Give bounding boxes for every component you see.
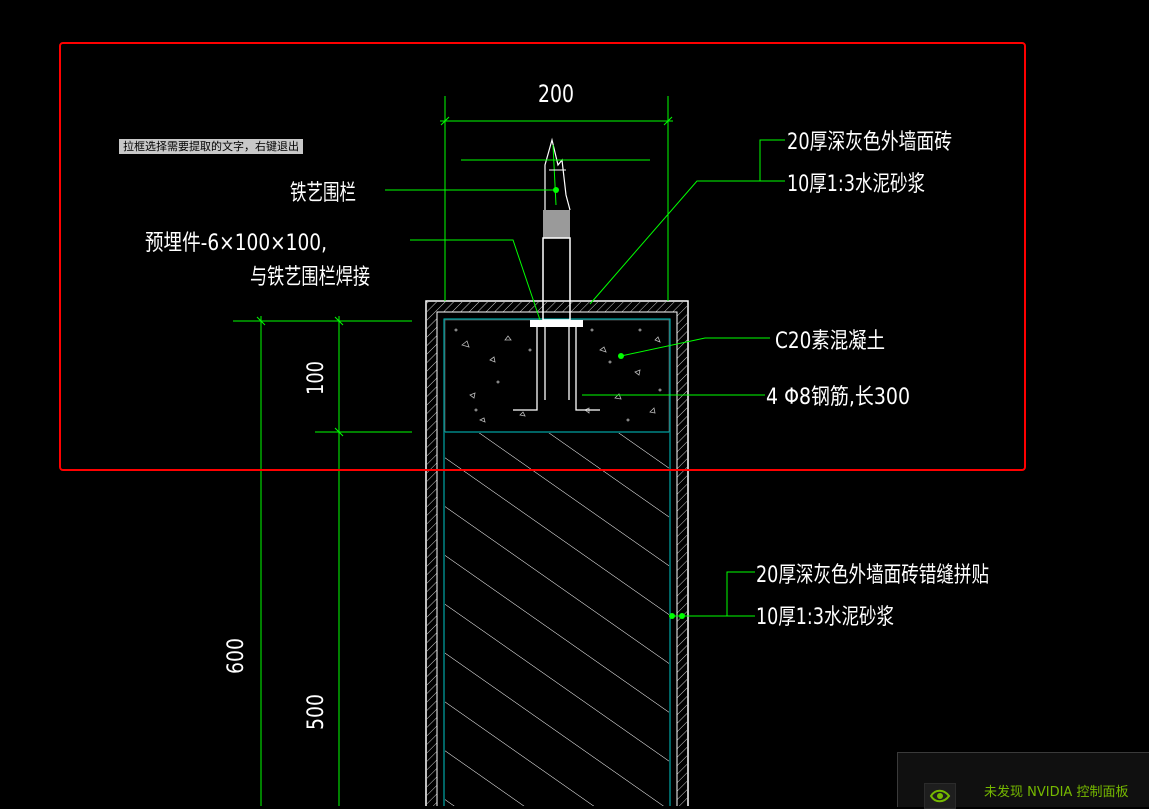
notification-text: 未发现 NVIDIA 控制面板 (984, 785, 1129, 800)
dimension-height-100: 100 (304, 361, 329, 395)
selection-window[interactable] (59, 42, 1026, 471)
railing-post (513, 137, 600, 411)
masonry-hatch (445, 433, 669, 806)
label-railing: 铁艺围栏 (290, 181, 356, 206)
selection-tooltip: 拉框选择需要提取的文字，右键退出 (119, 139, 303, 154)
label-tile-top: 20厚深灰色外墙面砖 (787, 130, 952, 155)
embed-plate (530, 320, 583, 327)
leader-dots (553, 187, 685, 619)
dimension-width-200: 200 (538, 80, 574, 108)
dimension-lines (233, 96, 785, 806)
rebar (513, 327, 600, 411)
label-embed-line1: 预埋件-6×100×100, (145, 231, 327, 256)
nvidia-icon (924, 783, 956, 809)
concrete-cap (444, 319, 670, 433)
label-mortar-top: 10厚1:3水泥砂浆 (787, 172, 925, 197)
wall-section (425, 300, 689, 806)
label-rebar: 4 Φ8钢筋,长300 (766, 385, 910, 410)
label-embed-line2: 与铁艺围栏焊接 (250, 265, 370, 290)
label-tile-side: 20厚深灰色外墙面砖错缝拼贴 (756, 563, 989, 588)
dimension-height-500: 500 (304, 694, 329, 730)
nvidia-notification[interactable]: 未发现 NVIDIA 控制面板 (897, 752, 1149, 809)
concrete-speckles (454, 328, 662, 423)
label-concrete: C20素混凝土 (775, 329, 885, 354)
label-mortar-side: 10厚1:3水泥砂浆 (756, 605, 894, 630)
dimension-height-600: 600 (224, 638, 249, 674)
